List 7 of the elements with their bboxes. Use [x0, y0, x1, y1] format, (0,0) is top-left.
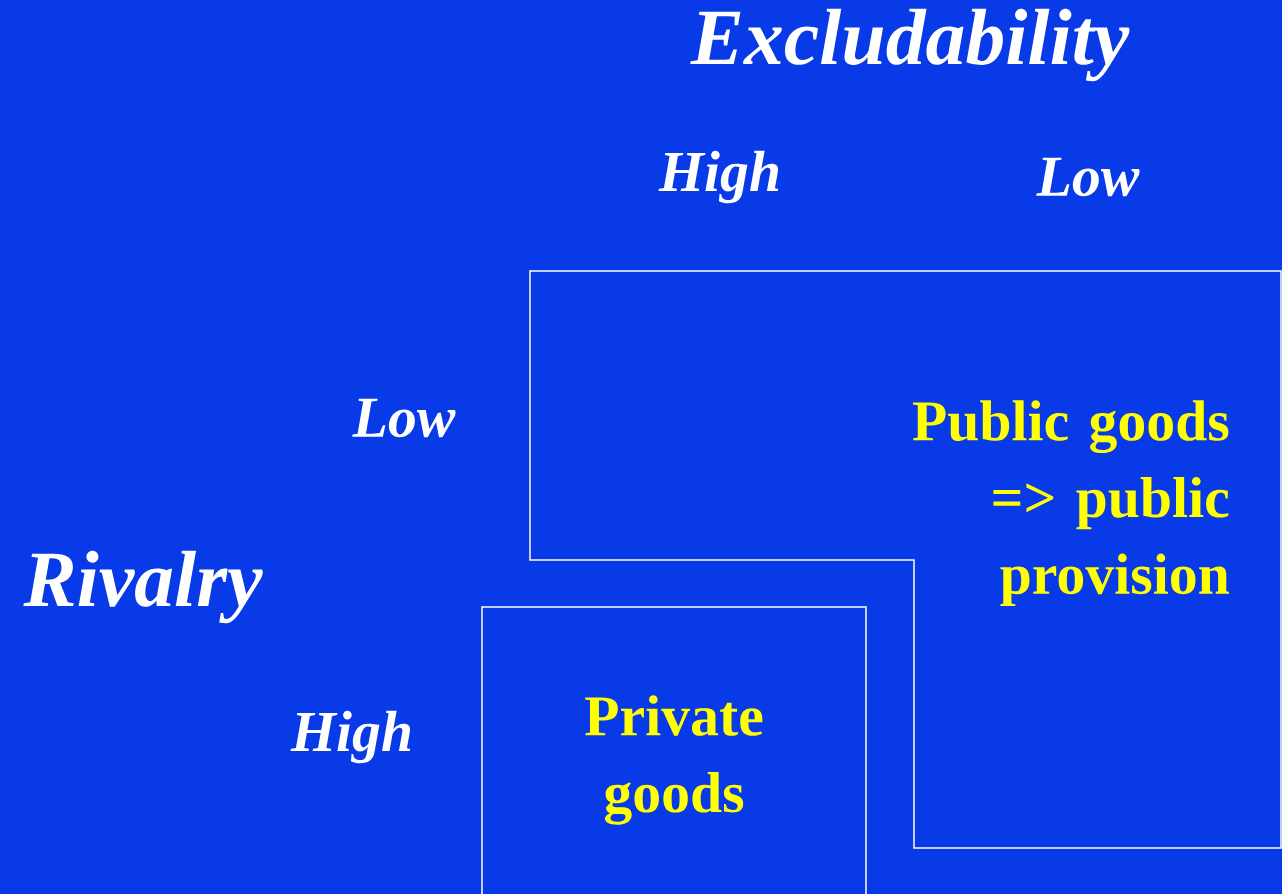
column-label: High — [658, 150, 779, 204]
private-goods-box: Private goods — [481, 606, 867, 894]
axis-title: Rivalry — [23, 550, 263, 624]
column-label: Low — [1036, 157, 1140, 197]
row-label: Low — [352, 398, 456, 438]
row-label: High — [290, 710, 411, 764]
axis-title: Excludability — [690, 8, 1130, 82]
